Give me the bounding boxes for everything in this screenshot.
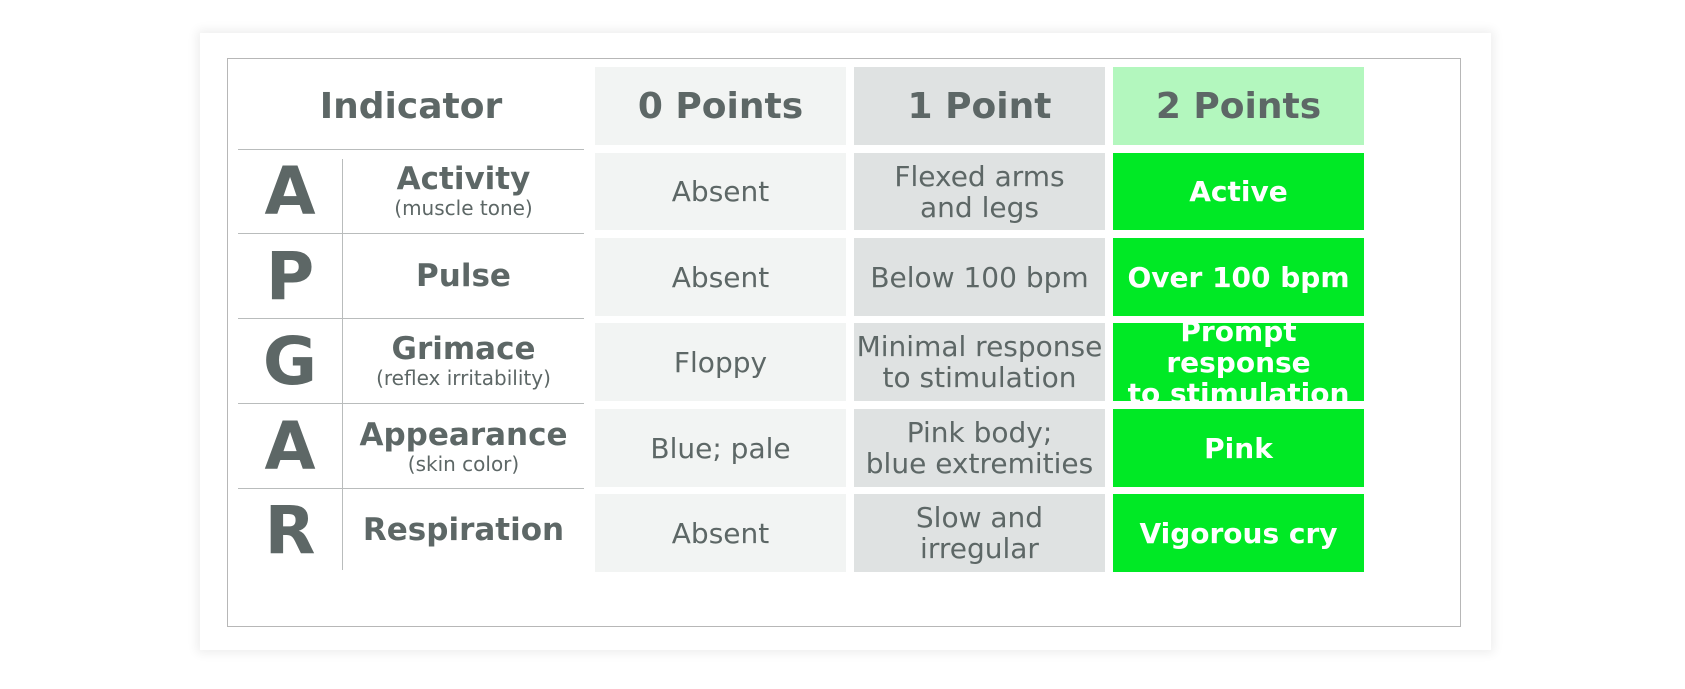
header-0-points: 0 Points	[595, 67, 846, 145]
row-divider	[238, 318, 584, 319]
row-indicator: Pulse	[343, 235, 584, 317]
cell-1-point: Pink body; blue extremities	[854, 409, 1105, 487]
cell-1-point: Below 100 bpm	[854, 238, 1105, 316]
cell-1-point: Slow and irregular	[854, 494, 1105, 572]
indicator-name: Respiration	[362, 512, 565, 548]
indicator-name: Pulse	[416, 258, 511, 294]
header-0-points-label: 0 Points	[637, 85, 804, 127]
header-2-points-label: 2 Points	[1155, 85, 1322, 127]
indicator-name: Grimace	[391, 331, 536, 367]
indicator-name: Activity	[396, 161, 531, 197]
row-divider	[238, 403, 584, 404]
cell-2-points: Over 100 bpm	[1113, 238, 1364, 316]
row-letter: A	[264, 408, 316, 485]
cell-0-points: Absent	[595, 238, 846, 316]
cell-0-points: Floppy	[595, 323, 846, 401]
row-letter: A	[264, 152, 316, 230]
indicator-name: Appearance	[359, 416, 568, 453]
row-indicator: Appearance (skin color)	[343, 405, 584, 488]
row-indicator: Grimace (reflex irritability)	[343, 320, 584, 402]
cell-2-points: Vigorous cry	[1113, 494, 1364, 572]
row-letter: R	[264, 491, 316, 569]
header-indicator: Indicator	[238, 67, 584, 145]
apgar-table: Indicator 0 Points 1 Point 2 Points A Ac…	[227, 58, 1461, 627]
row-divider	[238, 233, 584, 234]
row-letter: P	[265, 237, 315, 315]
header-1-point-label: 1 Point	[907, 85, 1052, 127]
header-indicator-label: Indicator	[319, 85, 503, 127]
header-2-points: 2 Points	[1113, 67, 1364, 145]
row-divider	[238, 488, 584, 489]
letter-divider	[342, 159, 343, 570]
cell-0-points: Absent	[595, 494, 846, 572]
cell-1-point: Minimal response to stimulation	[854, 323, 1105, 401]
indicator-subtitle: (skin color)	[407, 451, 520, 476]
cell-2-points: Prompt response to stimulation	[1113, 316, 1364, 409]
cell-0-points: Absent	[595, 153, 846, 230]
cell-2-points: Pink	[1113, 409, 1364, 487]
row-indicator: Respiration	[343, 490, 584, 570]
indicator-subtitle: (muscle tone)	[394, 196, 533, 220]
header-1-point: 1 Point	[854, 67, 1105, 145]
cell-1-point: Flexed arms and legs	[854, 153, 1105, 230]
row-divider	[238, 149, 584, 150]
cell-0-points: Blue; pale	[595, 409, 846, 487]
cell-2-points: Active	[1113, 153, 1364, 230]
indicator-subtitle: (reflex irritability)	[376, 366, 551, 390]
row-indicator: Activity (muscle tone)	[343, 152, 584, 230]
row-letter: G	[262, 322, 318, 400]
apgar-card: Indicator 0 Points 1 Point 2 Points A Ac…	[200, 33, 1491, 650]
